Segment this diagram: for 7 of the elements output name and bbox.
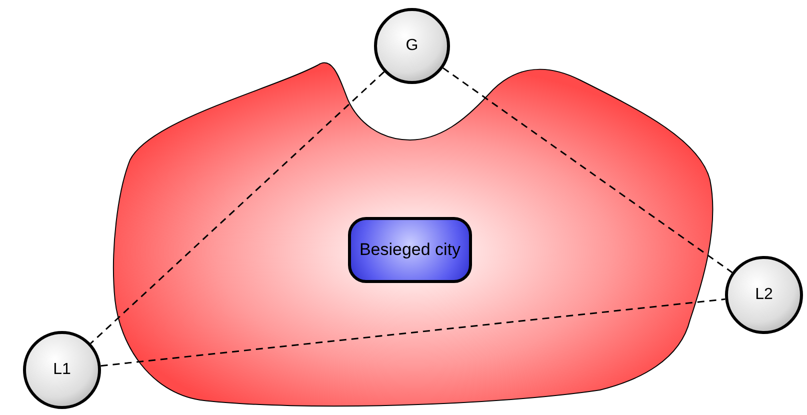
dashed-line — [442, 67, 733, 274]
dashed-line — [100, 298, 726, 367]
camp-circle: L2 — [725, 256, 803, 334]
dashed-line — [90, 71, 385, 344]
camp-circle: L1 — [23, 331, 101, 409]
city-box: Besieged city — [348, 217, 472, 283]
camp-circle: G — [374, 8, 450, 84]
